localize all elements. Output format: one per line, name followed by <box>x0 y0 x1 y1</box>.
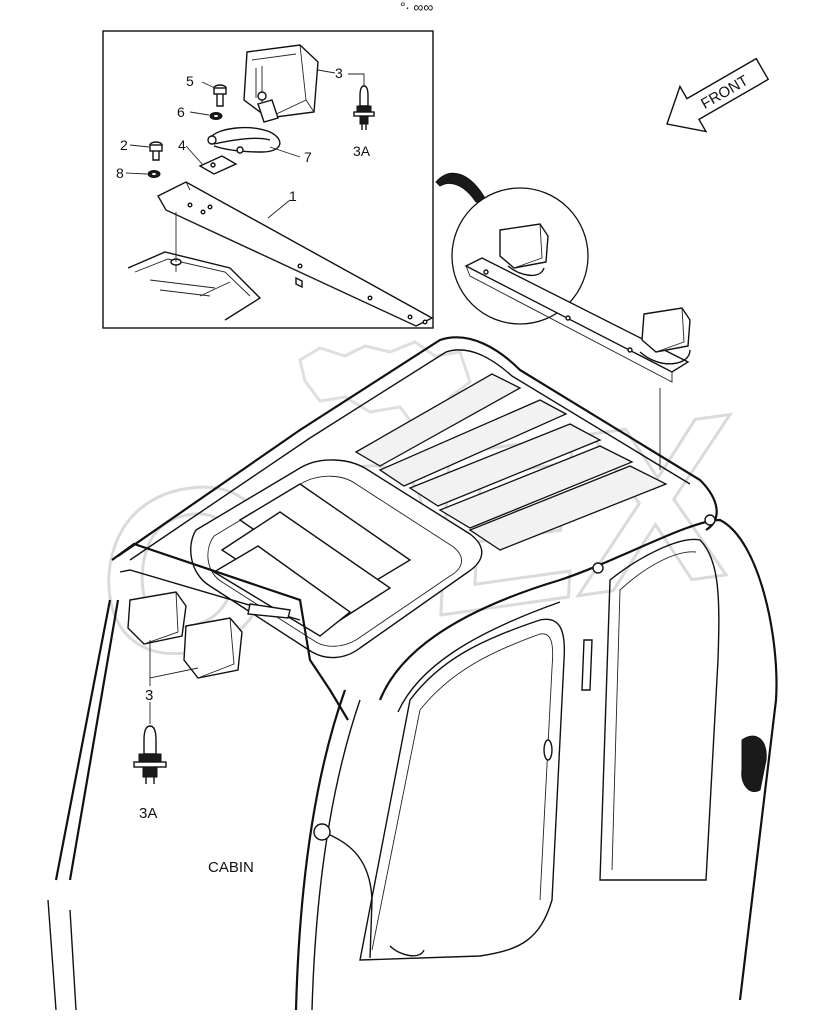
cab-body <box>47 336 778 1011</box>
bolt-2 <box>149 141 163 161</box>
callout-7: 7 <box>304 149 312 165</box>
washer-icon <box>209 112 223 120</box>
mounting-bracket <box>157 181 434 327</box>
inset-leaders <box>125 69 365 219</box>
page-mark: °∙ ∞∞ <box>400 0 433 15</box>
callout-3a-inset: 3A <box>353 143 371 159</box>
halogen-bulb-icon <box>353 85 375 130</box>
work-lamp-icon <box>243 44 319 123</box>
circular-detail <box>451 187 691 470</box>
roof-fragment <box>127 251 262 321</box>
leader-3-main <box>149 640 199 686</box>
callout-3-main: 3 <box>145 687 153 704</box>
bolt-icon <box>213 84 227 107</box>
halogen-bulb-main <box>133 725 167 784</box>
callout-5: 5 <box>186 73 194 89</box>
clamp-plate <box>198 155 238 175</box>
front-arrow-icon: FRONT <box>666 57 770 133</box>
callout-8: 8 <box>116 165 124 181</box>
callout-4: 4 <box>178 137 186 153</box>
callout-6: 6 <box>177 104 185 120</box>
callout-3a-main: 3A <box>139 805 157 822</box>
callout-2: 2 <box>120 137 128 153</box>
wire-harness <box>207 126 281 154</box>
washer-8 <box>147 170 161 178</box>
cabin-label: CABIN <box>208 859 254 876</box>
detail-pointer-arrow <box>435 172 487 203</box>
detail-inset: 5 6 2 4 8 7 3 3A 1 <box>102 30 434 329</box>
callout-3-inset: 3 <box>335 65 343 81</box>
callout-1: 1 <box>289 188 297 204</box>
